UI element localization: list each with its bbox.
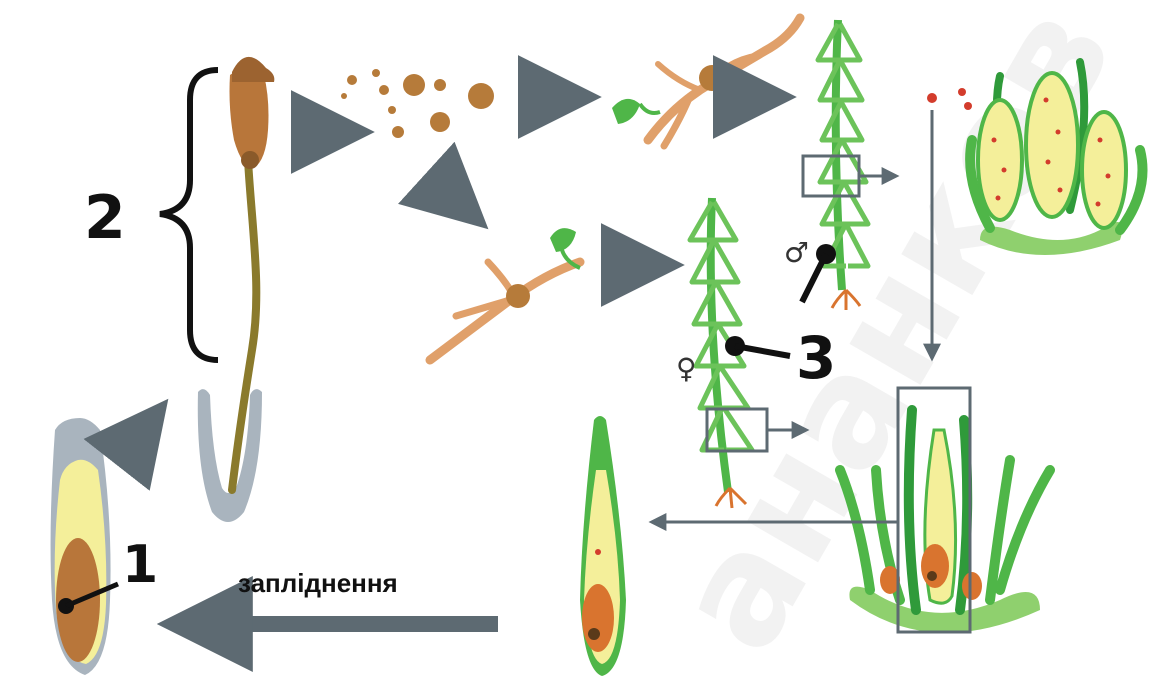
protonema-bottom <box>430 228 580 360</box>
arrow-zygote-to-sporophyte <box>122 412 158 458</box>
label-2: 2 <box>84 183 126 253</box>
arrow-spores-to-protonema-bottom <box>432 178 476 218</box>
brace <box>160 70 218 360</box>
label-3-pointer <box>725 336 790 356</box>
male-symbol: ♂ <box>784 236 809 269</box>
fertilization-caption: запліднення <box>238 568 398 598</box>
protonema-top <box>612 18 800 146</box>
zygote-archegonium <box>51 418 111 675</box>
archegonium-zoom <box>580 416 626 676</box>
female-symbol: ♀ <box>676 352 697 385</box>
label-1: 1 <box>122 535 158 595</box>
label-3: 3 <box>796 324 836 392</box>
spores <box>341 69 494 138</box>
sporophyte <box>198 57 275 522</box>
